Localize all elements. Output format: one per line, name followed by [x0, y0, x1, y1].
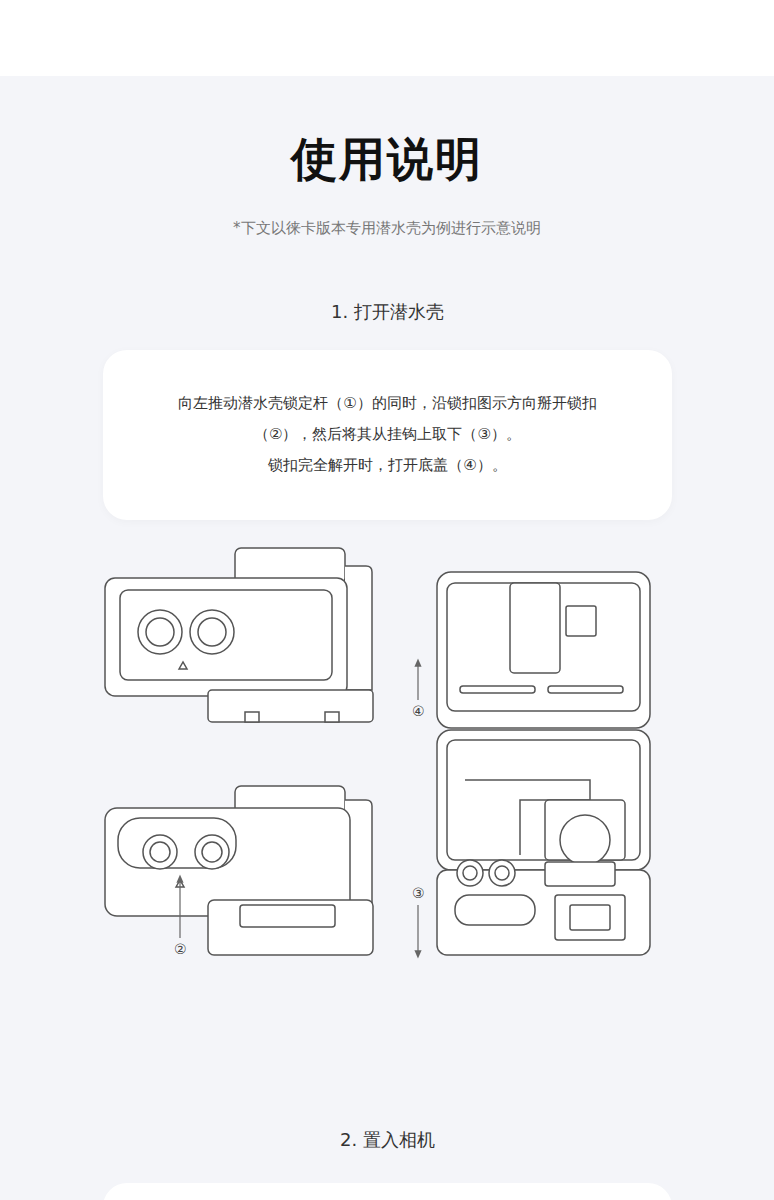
top-band	[0, 0, 774, 76]
housing-opened	[545, 862, 615, 886]
housing-opened	[460, 686, 535, 693]
housing-back-view	[198, 618, 226, 646]
housing-angled-view	[150, 842, 170, 862]
leader-lines	[179, 878, 180, 938]
housing-opened	[510, 583, 560, 673]
housing-opened	[455, 895, 535, 925]
housing-opened	[463, 866, 477, 880]
housing-back-view	[120, 590, 332, 680]
housing-back-view	[325, 712, 339, 722]
leader-lines	[417, 905, 418, 955]
housing-back-view	[138, 610, 182, 654]
housing-angled-view	[202, 842, 222, 862]
section-heading: 2. 置入相机	[340, 1128, 435, 1152]
housing-angled-view	[118, 818, 236, 868]
housing-opened	[548, 686, 623, 693]
housing-opened	[447, 740, 640, 860]
housing-opened	[447, 583, 640, 711]
next-card	[103, 1183, 672, 1200]
housing-opened	[457, 860, 483, 886]
page-title: 使用说明	[291, 129, 483, 191]
housing-angled-view	[240, 905, 335, 927]
section-heading: 1. 打开潜水壳	[331, 300, 444, 324]
housing-opened	[437, 572, 650, 955]
housing-back-view	[179, 662, 187, 669]
leader-lines	[417, 662, 418, 700]
housing-opened	[437, 730, 650, 870]
housing-back-view	[105, 578, 347, 696]
housing-back-view	[146, 618, 174, 646]
housing-opened	[437, 572, 650, 728]
housing-angled-view	[195, 835, 229, 869]
housing-back-view	[190, 610, 234, 654]
note-text: *下文以徕卡版本专用潜水壳为例进行示意说明	[233, 219, 541, 238]
housing-opened	[555, 895, 625, 940]
housing-back-view	[208, 690, 373, 722]
housing-opened	[560, 815, 610, 865]
housing-opened	[495, 866, 509, 880]
housing-back-view	[345, 566, 372, 690]
callout-number: ③	[412, 885, 425, 901]
callout-number: ②	[174, 941, 187, 957]
leader-lines	[180, 662, 418, 955]
instruction-text: 锁扣完全解开时，打开底盖（④）。	[153, 450, 623, 481]
housing-opened	[570, 905, 610, 930]
housing-angled-view	[143, 835, 177, 869]
housing-angled-view	[105, 786, 373, 955]
instruction-text: 向左推动潜水壳锁定杆（①）的同时，沿锁扣图示方向掰开锁扣（②），然后将其从挂钩上…	[153, 388, 623, 450]
instruction-card: 向左推动潜水壳锁定杆（①）的同时，沿锁扣图示方向掰开锁扣（②），然后将其从挂钩上…	[103, 350, 672, 520]
callout-number: ④	[412, 703, 425, 719]
housing-angled-view	[208, 900, 373, 955]
housing-opened	[566, 606, 596, 636]
housing-back-view	[245, 712, 259, 722]
housing-back-view	[105, 548, 373, 722]
housing-opened	[489, 860, 515, 886]
